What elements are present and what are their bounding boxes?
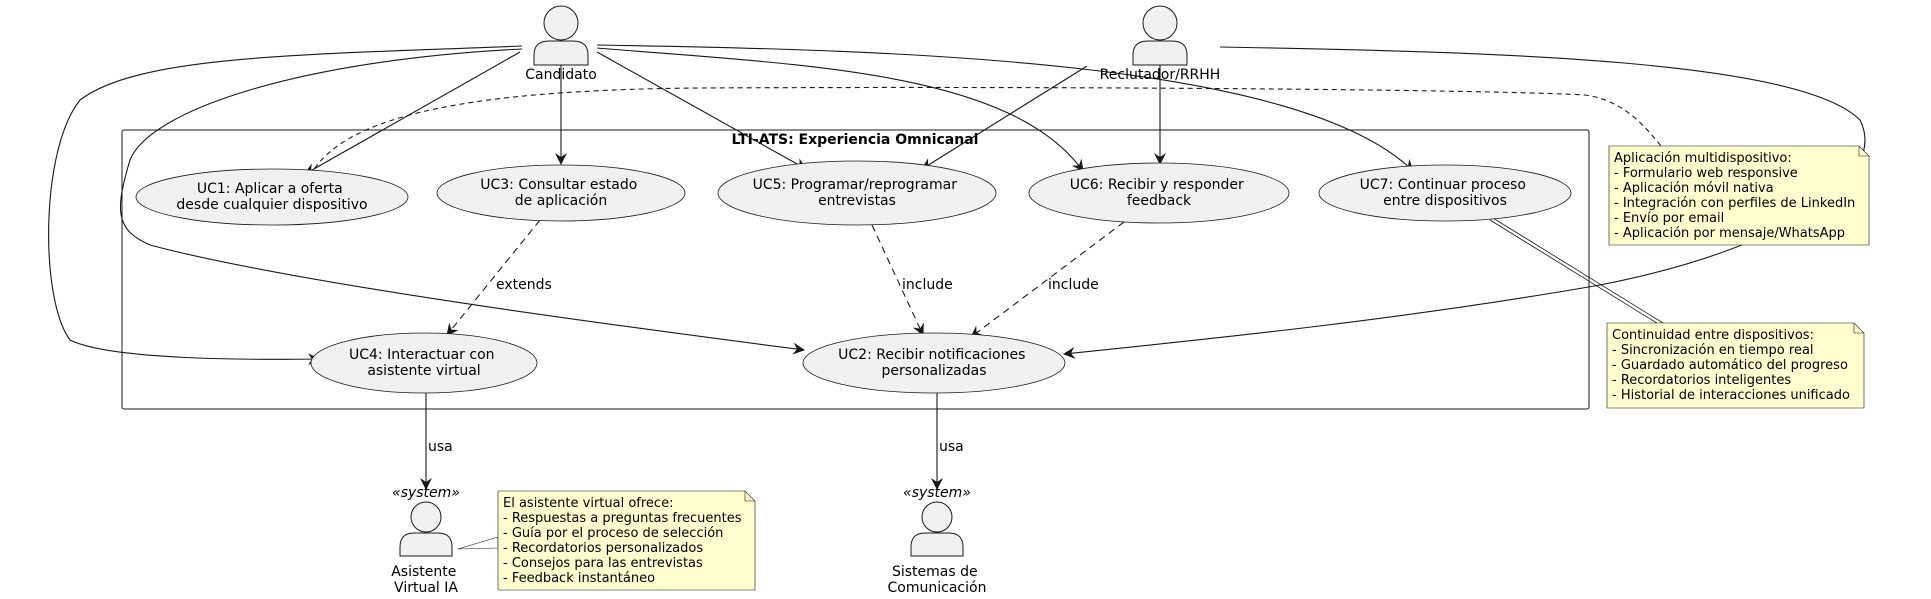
edge-candidato-uc7 (596, 44, 1414, 172)
label-include-uc6: include (1048, 277, 1099, 293)
note-line: - Consejos para las entrevistas (503, 556, 703, 571)
edge-reclutador-uc5 (921, 65, 1088, 170)
uc2-line-2: personalizadas (881, 363, 986, 379)
actor-icon (533, 5, 589, 66)
use-case-uc5[interactable]: UC5: Programar/reprogramar entrevistas (717, 160, 997, 226)
uc2-line-1: UC2: Recibir notificaciones (838, 347, 1025, 363)
uc3-line-1: UC3: Consultar estado (480, 177, 637, 193)
uc7-label: UC7: Continuar proceso entre dispositivo… (1360, 177, 1531, 209)
actor-asistente-virtual[interactable]: «system» Asistente Virtual IA (391, 485, 461, 596)
actor-icon (1132, 5, 1188, 66)
actor-icon (399, 501, 453, 557)
actor-sistemas-stereotype: «system» (903, 485, 971, 501)
actor-candidato-label: Candidato (525, 67, 597, 83)
note-line: - Integración con perfiles de LinkedIn (1614, 196, 1855, 211)
note-line: - Aplicación móvil nativa (1614, 181, 1774, 196)
note-line: - Guía por el proceso de selección (503, 526, 723, 541)
uc3-line-2: de aplicación (515, 193, 608, 209)
note-asistente-text: El asistente virtual ofrece: - Respuesta… (503, 496, 746, 586)
note-continuidad-text: Continuidad entre dispositivos: - Sincro… (1612, 328, 1852, 403)
uc1-line-1: UC1: Aplicar a oferta (197, 181, 343, 197)
note-line: Aplicación multidispositivo: (1614, 151, 1792, 166)
use-case-uc1[interactable]: UC1: Aplicar a oferta desde cualquier di… (135, 168, 409, 226)
uc3-label: UC3: Consultar estado de aplicación (480, 177, 642, 209)
use-case-uc3[interactable]: UC3: Consultar estado de aplicación (436, 164, 686, 222)
edge-uc6-include-uc2 (970, 221, 1125, 338)
edge-uc3-extends-uc4 (446, 219, 541, 336)
use-case-uc6[interactable]: UC6: Recibir y responder feedback (1028, 162, 1290, 224)
uc5-label: UC5: Programar/reprogramar entrevistas (753, 177, 962, 209)
note-line: - Formulario web responsive (1614, 166, 1798, 181)
asistente-line-1: Asistente (391, 564, 456, 580)
uc5-line-1: UC5: Programar/reprogramar (753, 177, 958, 193)
system-boundary: LTI-ATS: Experiencia Omnicanal (121, 129, 1590, 410)
note-multidispositivo: Aplicación multidispositivo: - Formulari… (1608, 145, 1870, 246)
note-line: Continuidad entre dispositivos: (1612, 328, 1814, 343)
actor-reclutador-label: Reclutador/RRHH (1100, 67, 1221, 83)
note-link-asistente (457, 536, 499, 550)
note-continuidad: Continuidad entre dispositivos: - Sincro… (1606, 322, 1865, 409)
uc4-line-1: UC4: Interactuar con (349, 347, 495, 363)
uc6-line-2: feedback (1127, 193, 1192, 209)
actor-asistente-stereotype: «system» (392, 485, 460, 501)
actor-sistemas-label: Sistemas de Comunicación (888, 564, 987, 596)
note-line: - Guardado automático del progreso (1612, 358, 1848, 373)
note-link-continuidad (1489, 217, 1664, 326)
uc6-line-1: UC6: Recibir y responder (1070, 177, 1244, 193)
note-line: El asistente virtual ofrece: (503, 496, 673, 511)
uc7-line-2: entre dispositivos (1383, 193, 1507, 209)
label-include-uc5: include (902, 277, 953, 293)
note-line: - Sincronización en tiempo real (1612, 343, 1814, 358)
actor-sistemas-comunicacion[interactable]: «system» Sistemas de Comunicación (888, 485, 987, 596)
note-line: - Recordatorios inteligentes (1612, 373, 1791, 388)
use-case-uc4[interactable]: UC4: Interactuar con asistente virtual (310, 332, 538, 394)
actor-candidato[interactable]: Candidato (525, 5, 597, 83)
actor-asistente-label: Asistente Virtual IA (391, 564, 461, 596)
sistemas-line-1: Sistemas de (892, 564, 978, 580)
note-line: - Feedback instantáneo (503, 571, 655, 586)
edge-candidato-uc2 (119, 48, 805, 355)
actor-reclutador[interactable]: Reclutador/RRHH (1100, 5, 1221, 83)
uc4-line-2: asistente virtual (367, 363, 480, 379)
note-multidispositivo-text: Aplicación multidispositivo: - Formulari… (1614, 151, 1859, 241)
note-line: - Respuestas a preguntas frecuentes (503, 511, 742, 526)
note-line: - Historial de interacciones unificado (1612, 388, 1850, 403)
edge-candidato-uc4 (48, 45, 523, 366)
edge-candidato-uc1 (304, 51, 521, 175)
note-line: - Envío por email (1614, 211, 1724, 226)
label-usa-sistemas: usa (939, 439, 964, 455)
label-extends: extends (496, 277, 552, 293)
label-usa-asistente: usa (428, 439, 453, 455)
note-link-multidispositivo (309, 86, 1662, 177)
note-asistente: El asistente virtual ofrece: - Respuesta… (497, 490, 756, 591)
uc2-label: UC2: Recibir notificaciones personalizad… (838, 347, 1030, 379)
uc1-line-2: desde cualquier dispositivo (176, 197, 367, 213)
note-line: - Aplicación por mensaje/WhatsApp (1614, 226, 1845, 241)
use-case-uc7[interactable]: UC7: Continuar proceso entre dispositivo… (1318, 164, 1572, 222)
uc4-label: UC4: Interactuar con asistente virtual (349, 347, 499, 379)
use-case-uc2[interactable]: UC2: Recibir notificaciones personalizad… (802, 332, 1066, 394)
association-edges (48, 44, 1866, 550)
note-line: - Recordatorios personalizados (503, 541, 703, 556)
uc7-line-1: UC7: Continuar proceso (1360, 177, 1526, 193)
system-boundary-title: LTI-ATS: Experiencia Omnicanal (732, 132, 979, 148)
sistemas-line-2: Comunicación (888, 580, 987, 596)
uc6-label: UC6: Recibir y responder feedback (1070, 177, 1249, 209)
asistente-line-2: Virtual IA (394, 580, 458, 596)
uc5-line-2: entrevistas (818, 193, 896, 209)
edge-candidato-uc5 (596, 51, 807, 170)
uc1-label: UC1: Aplicar a oferta desde cualquier di… (176, 181, 367, 213)
edge-candidato-uc6 (596, 47, 1084, 172)
edge-uc5-include-uc2 (871, 224, 924, 336)
actor-icon (910, 501, 964, 557)
